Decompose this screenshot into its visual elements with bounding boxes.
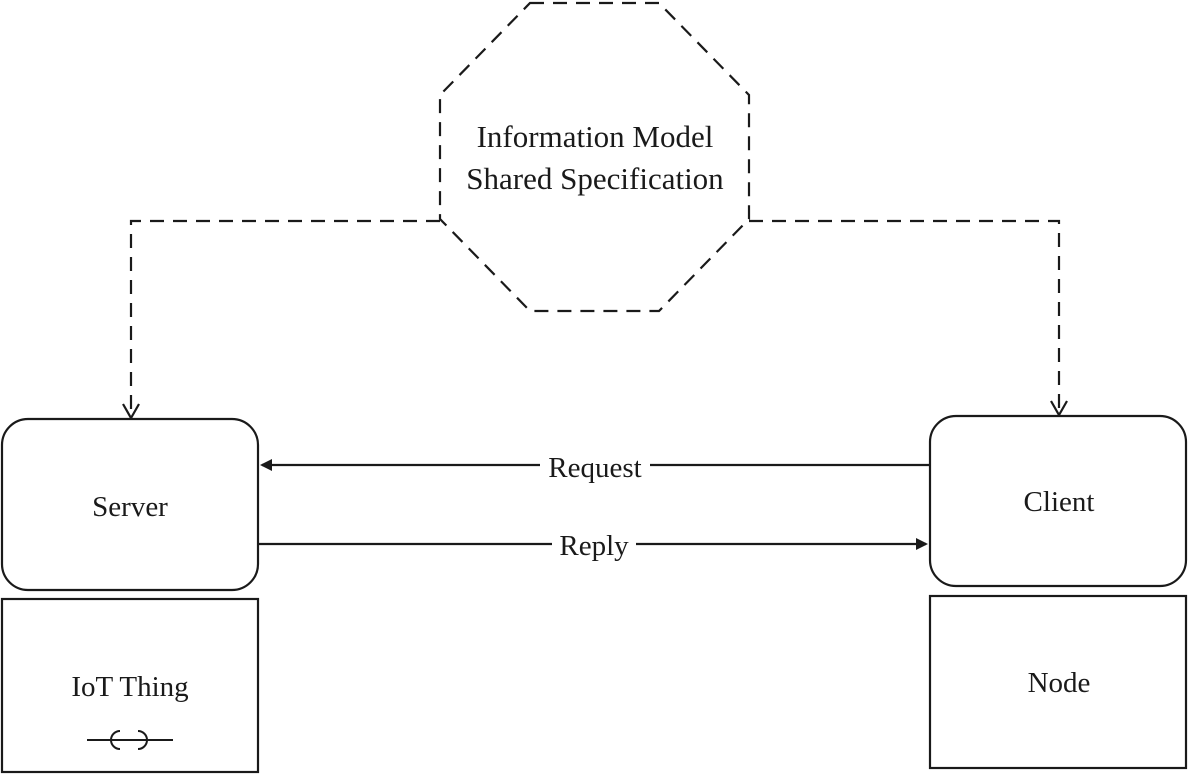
node-label: Node — [1028, 667, 1091, 699]
shared-specification-subtitle: Shared Specification — [466, 161, 724, 196]
model-to-server-connector — [129, 219, 440, 414]
server-box — [0, 417, 260, 592]
client-label: Client — [1024, 486, 1095, 518]
request-label: Request — [548, 452, 641, 484]
information-model-title: Information Model — [477, 119, 714, 154]
server-label: Server — [92, 491, 168, 523]
client-box — [928, 414, 1188, 588]
iot-thing-label: IoT Thing — [71, 671, 188, 703]
node-box — [928, 594, 1188, 770]
iot-thing-box — [0, 597, 260, 774]
model-to-client-connector — [749, 219, 1061, 411]
information-model-octagon — [438, 1, 751, 313]
sensor-symbol-icon — [87, 730, 173, 750]
reply-label: Reply — [559, 530, 629, 562]
